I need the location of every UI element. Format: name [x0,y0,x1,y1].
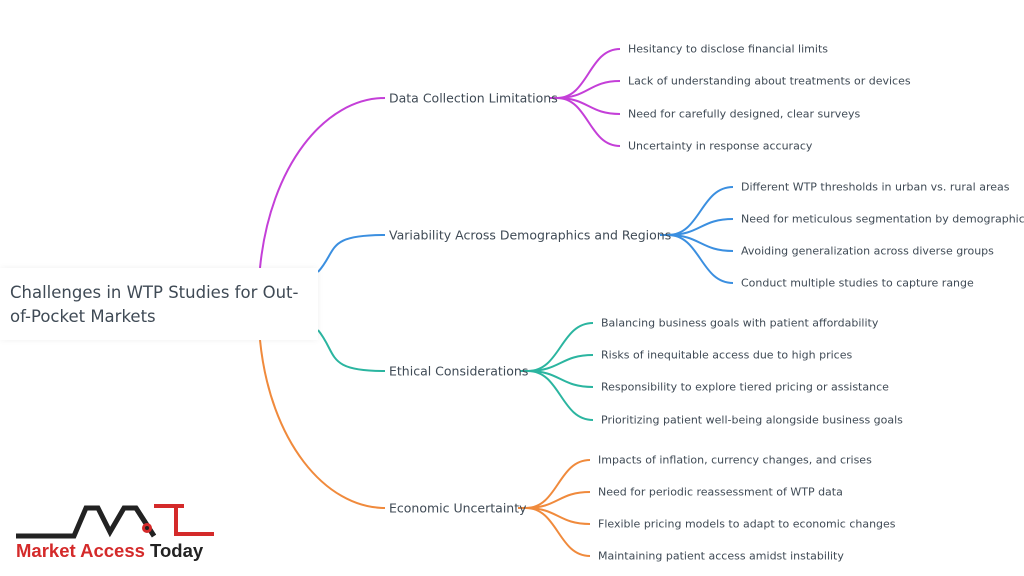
leaf-connector [527,322,594,372]
leaf-label[interactable]: Need for periodic reassessment of WTP da… [598,485,843,499]
leaf-label[interactable]: Flexible pricing models to adapt to econ… [598,517,896,531]
branch-connector [317,234,386,273]
leaf-label[interactable]: Hesitancy to disclose financial limits [628,42,828,56]
branch-label[interactable]: Data Collection Limitations [389,90,558,106]
leaf-label[interactable]: Conduct multiple studies to capture rang… [741,276,974,290]
branch-connector [317,329,386,372]
logo-text-dark: Today [150,540,204,561]
root-title: Challenges in WTP Studies for Out-of-Poc… [10,283,299,326]
leaf-connector [527,370,594,421]
leaf-label[interactable]: Prioritizing patient well-being alongsid… [601,413,903,427]
leaf-label[interactable]: Uncertainty in response accuracy [628,139,813,153]
market-access-today-logo: Market Access Today [14,498,224,566]
leaf-label[interactable]: Responsibility to explore tiered pricing… [601,380,889,394]
leaf-connector [556,97,621,147]
leaf-label[interactable]: Maintaining patient access amidst instab… [598,549,844,563]
leaf-label[interactable]: Impacts of inflation, currency changes, … [598,453,872,467]
leaf-label[interactable]: Need for carefully designed, clear surve… [628,107,861,121]
branch-label[interactable]: Economic Uncertainty [389,500,527,516]
mat-logo-mark [16,504,214,539]
logo-text-red: Market Access [16,540,145,561]
leaf-label[interactable]: Different WTP thresholds in urban vs. ru… [741,180,1010,194]
branch-connector [259,339,386,509]
branch-label[interactable]: Ethical Considerations [389,363,529,379]
leaf-connector [525,507,591,557]
branch-label[interactable]: Variability Across Demographics and Regi… [389,227,672,243]
leaf-label[interactable]: Lack of understanding about treatments o… [628,74,911,88]
branch-connector [259,97,386,269]
leaf-label[interactable]: Risks of inequitable access due to high … [601,348,853,362]
leaf-connector [667,186,734,236]
leaf-connector [556,48,621,99]
leaf-connector [667,234,734,284]
leaf-label[interactable]: Need for meticulous segmentation by demo… [741,212,1024,226]
leaf-label[interactable]: Avoiding generalization across diverse g… [741,244,994,258]
leaf-label[interactable]: Balancing business goals with patient af… [601,316,879,330]
leaf-connector [525,459,591,509]
root-node[interactable]: Challenges in WTP Studies for Out-of-Poc… [0,268,318,340]
